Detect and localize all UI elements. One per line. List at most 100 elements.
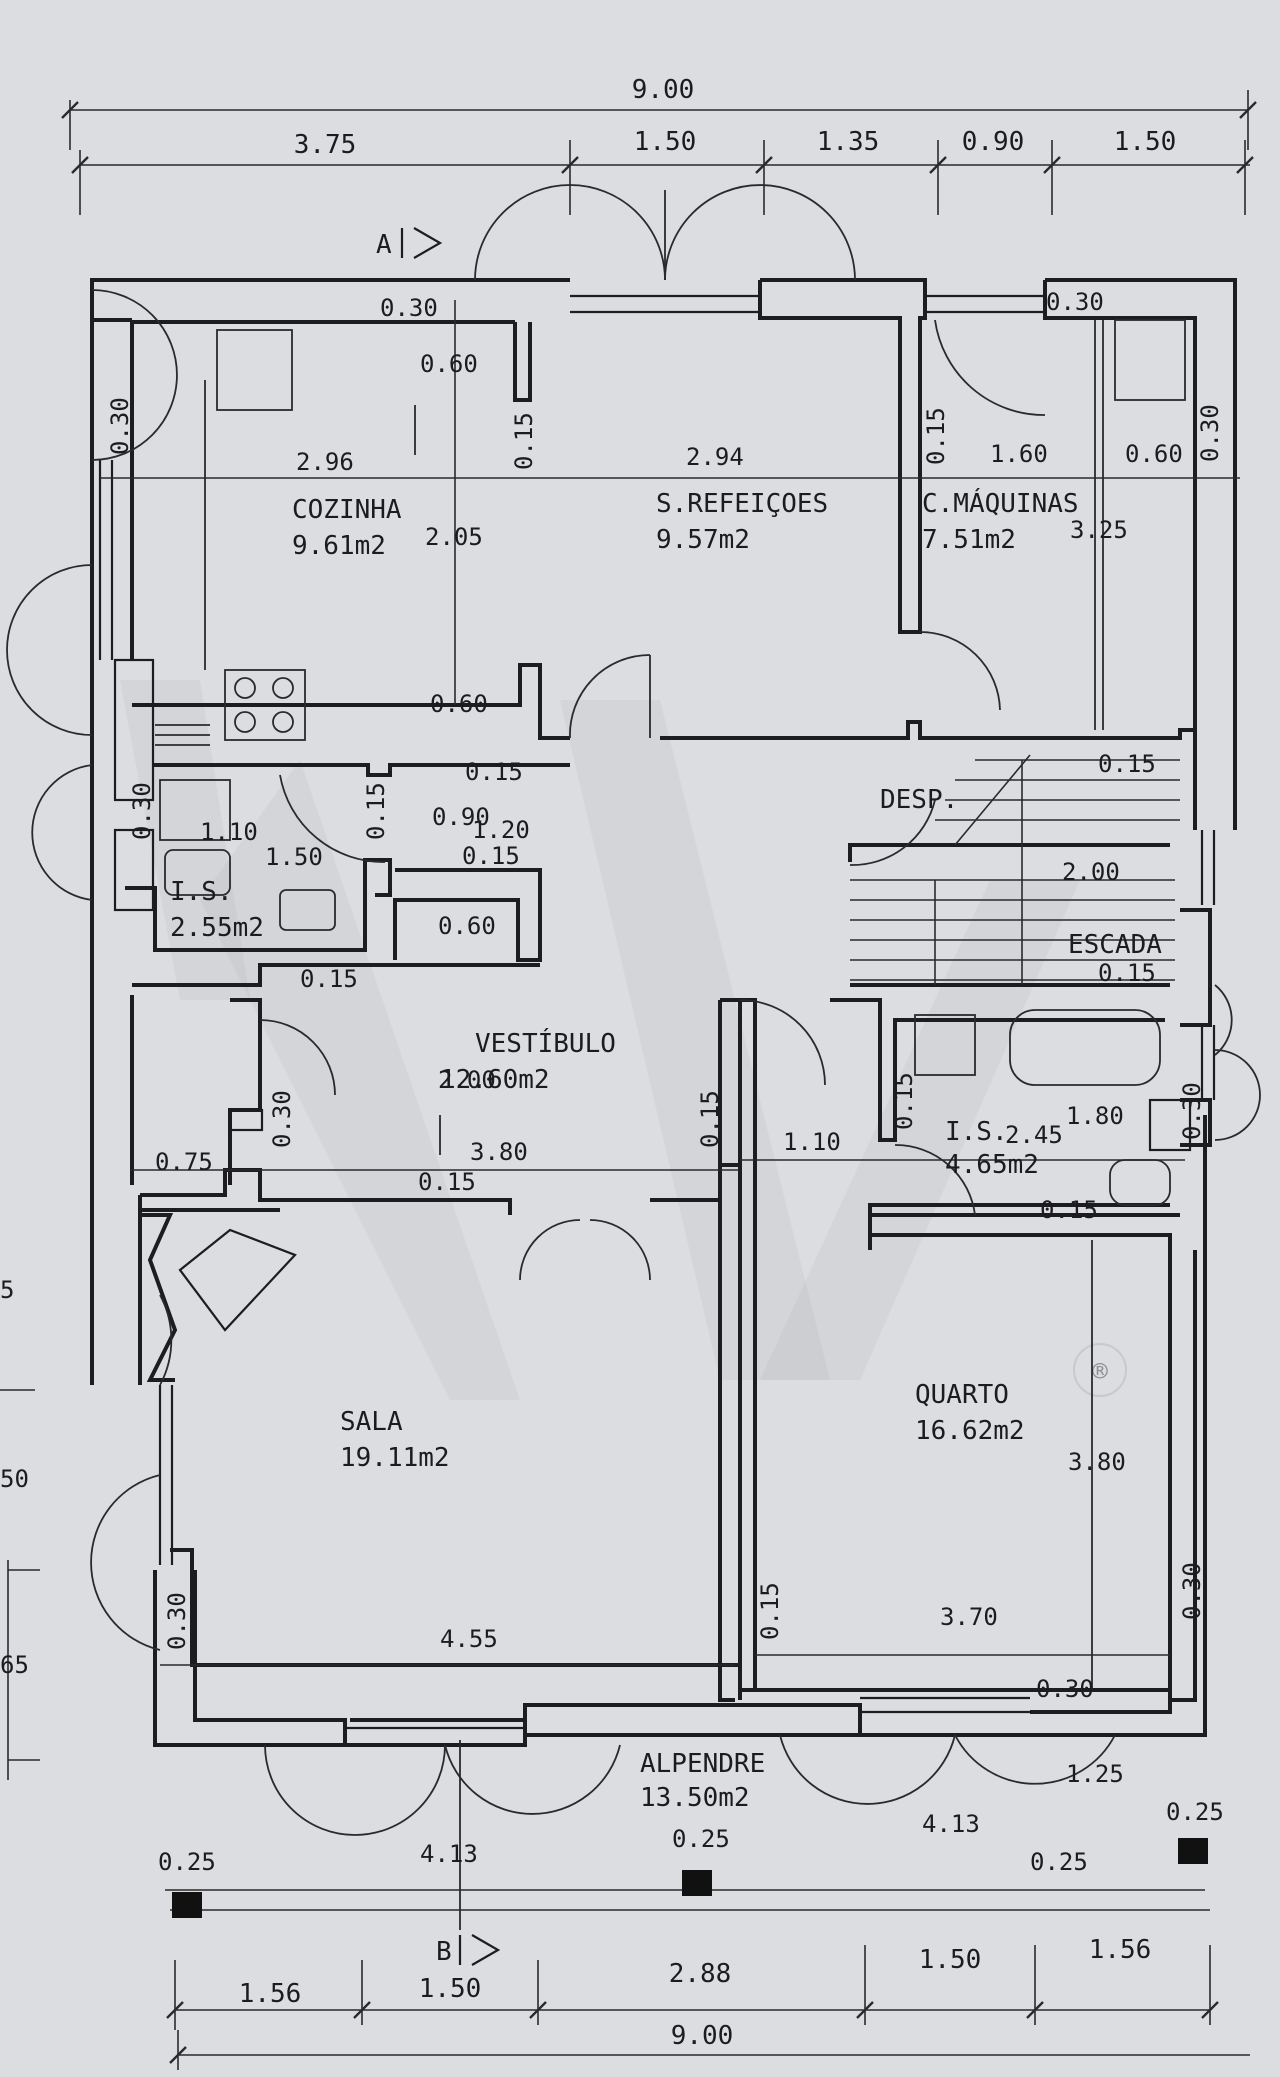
dim-025b: 0.25	[672, 1825, 730, 1853]
dim-030i: 0.30	[163, 1592, 191, 1650]
dim-025a: 0.25	[158, 1848, 216, 1876]
dim-325: 3.25	[1070, 516, 1128, 544]
room-labels: COZINHA 9.61m2 S.REFEIÇOES 9.57m2 C.MÁQU…	[170, 487, 1162, 1813]
dim-030g: 0.30	[1178, 1082, 1206, 1140]
dim-060c: 0.60	[430, 690, 488, 718]
dim-030h: 0.30	[1178, 1562, 1206, 1620]
room-alpendre-area: 13.50m2	[640, 1783, 750, 1813]
stair	[850, 754, 1180, 985]
dim-413a: 4.13	[420, 1840, 478, 1868]
dim-030a: 0.30	[380, 294, 438, 322]
room-quarto-name: QUARTO	[915, 1380, 1009, 1410]
room-cmaquinas-area: 7.51m2	[922, 525, 1016, 555]
fixtures	[155, 319, 1186, 1930]
room-is2-area: 4.65m2	[945, 1150, 1039, 1180]
svg-text:B: B	[436, 1937, 452, 1967]
dim-015c: 0.15	[465, 758, 523, 786]
dim-025c: 0.25	[1030, 1848, 1088, 1876]
dim-090: 0.90	[432, 803, 490, 831]
walls	[90, 278, 1237, 1747]
room-is1-area: 2.55m2	[170, 913, 264, 943]
room-cozinha-name: COZINHA	[292, 495, 402, 525]
room-quarto-area: 16.62m2	[915, 1416, 1025, 1446]
dim-060b: 0.60	[1125, 440, 1183, 468]
top-dimensions: 9.00 3.75 1.50 1.35 0.90 1.50	[61, 75, 1257, 215]
dim-030e: 0.30	[128, 782, 156, 840]
dim-030d: 0.30	[1196, 404, 1224, 462]
dim-030f: 0.30	[268, 1090, 296, 1148]
dim-125: 1.25	[1066, 1760, 1124, 1788]
dim-015h: 0.15	[1098, 959, 1156, 987]
interior-dimension-lines	[100, 300, 1240, 1911]
dim-030c: 0.30	[106, 397, 134, 455]
dim-015l: 0.15	[1040, 1196, 1098, 1224]
edge-fragment-3: 65	[0, 1651, 29, 1679]
dim-015k: 0.15	[890, 1072, 918, 1130]
room-sala-area: 19.11m2	[340, 1443, 450, 1473]
room-vestibulo-area: 12.60m2	[440, 1065, 550, 1095]
dim-015e: 0.15	[362, 782, 390, 840]
dim-bottom-4: 1.50	[919, 1945, 982, 1975]
dim-200: 2.00	[1062, 858, 1120, 886]
watermark-symbol: ®	[1092, 1357, 1108, 1387]
left-edge-fragments: 5 50 65	[0, 1276, 40, 1780]
edge-fragment-1: 5	[0, 1276, 14, 1304]
dim-025d: 0.25	[1166, 1798, 1224, 1826]
dim-110: 1.10	[200, 818, 258, 846]
dim-030j: 0.30	[1036, 1675, 1094, 1703]
dim-413b: 4.13	[922, 1810, 980, 1838]
dim-180: 1.80	[1066, 1102, 1124, 1130]
room-vestibulo-name: VESTÍBULO	[475, 1027, 616, 1059]
dim-015a: 0.15	[510, 412, 538, 470]
dim-top-3: 1.35	[817, 127, 880, 157]
room-is2-name: I.S.	[945, 1117, 1008, 1147]
dim-294: 2.94	[686, 443, 744, 471]
room-cozinha-area: 9.61m2	[292, 531, 386, 561]
dim-top-2: 1.50	[634, 127, 697, 157]
dim-015g: 0.15	[300, 965, 358, 993]
dim-380a: 3.80	[470, 1138, 528, 1166]
dim-060d: 0.60	[438, 912, 496, 940]
section-mark-b: B	[436, 1934, 501, 1967]
dim-370: 3.70	[940, 1603, 998, 1631]
dim-top-4: 0.90	[962, 127, 1025, 157]
dim-015i: 0.15	[418, 1168, 476, 1196]
dim-200b: 2.00	[438, 1066, 496, 1094]
dim-bottom-5: 1.56	[1089, 1935, 1152, 1965]
edge-fragment-2: 50	[0, 1465, 29, 1493]
dim-060a: 0.60	[420, 350, 478, 378]
dim-015m: 0.15	[756, 1582, 784, 1640]
dim-015b: 0.15	[922, 407, 950, 465]
dim-top-total: 9.00	[632, 75, 695, 105]
pillars	[172, 1838, 1208, 1918]
section-mark-a: A	[376, 227, 443, 260]
dim-015d: 0.15	[1098, 750, 1156, 778]
bottom-dimensions: 1.56 1.50 2.88 1.50 1.56 9.00	[166, 1935, 1250, 2070]
dim-top-5: 1.50	[1114, 127, 1177, 157]
room-escada-name: ESCADA	[1068, 930, 1162, 960]
room-srefeicoes-name: S.REFEIÇOES	[656, 489, 828, 519]
dim-top-1: 3.75	[294, 130, 357, 160]
room-is1-name: I.S.	[170, 877, 233, 907]
dim-bottom-3: 2.88	[669, 1959, 732, 1989]
dim-015f: 0.15	[462, 842, 520, 870]
dim-455: 4.55	[440, 1625, 498, 1653]
dim-205: 2.05	[425, 523, 483, 551]
room-srefeicoes-area: 9.57m2	[656, 525, 750, 555]
dim-150: 1.50	[265, 843, 323, 871]
room-cmaquinas-name: C.MÁQUINAS	[922, 487, 1079, 519]
room-sala-name: SALA	[340, 1407, 403, 1437]
dim-bottom-total: 9.00	[671, 2021, 734, 2051]
windows	[98, 294, 1216, 1730]
dim-160: 1.60	[990, 440, 1048, 468]
dim-110b: 1.10	[783, 1128, 841, 1156]
dim-bottom-2: 1.50	[419, 1974, 482, 2004]
dim-296: 2.96	[296, 448, 354, 476]
dim-bottom-1: 1.56	[239, 1979, 302, 2009]
dim-015j: 0.15	[696, 1090, 724, 1148]
dim-120: 1.20	[472, 816, 530, 844]
interior-dimension-labels: 0.30 0.60 0.30 0.30 0.15 0.15 2.96 2.94 …	[106, 288, 1224, 1876]
room-alpendre-name: ALPENDRE	[640, 1749, 765, 1779]
svg-text:A: A	[376, 230, 392, 260]
